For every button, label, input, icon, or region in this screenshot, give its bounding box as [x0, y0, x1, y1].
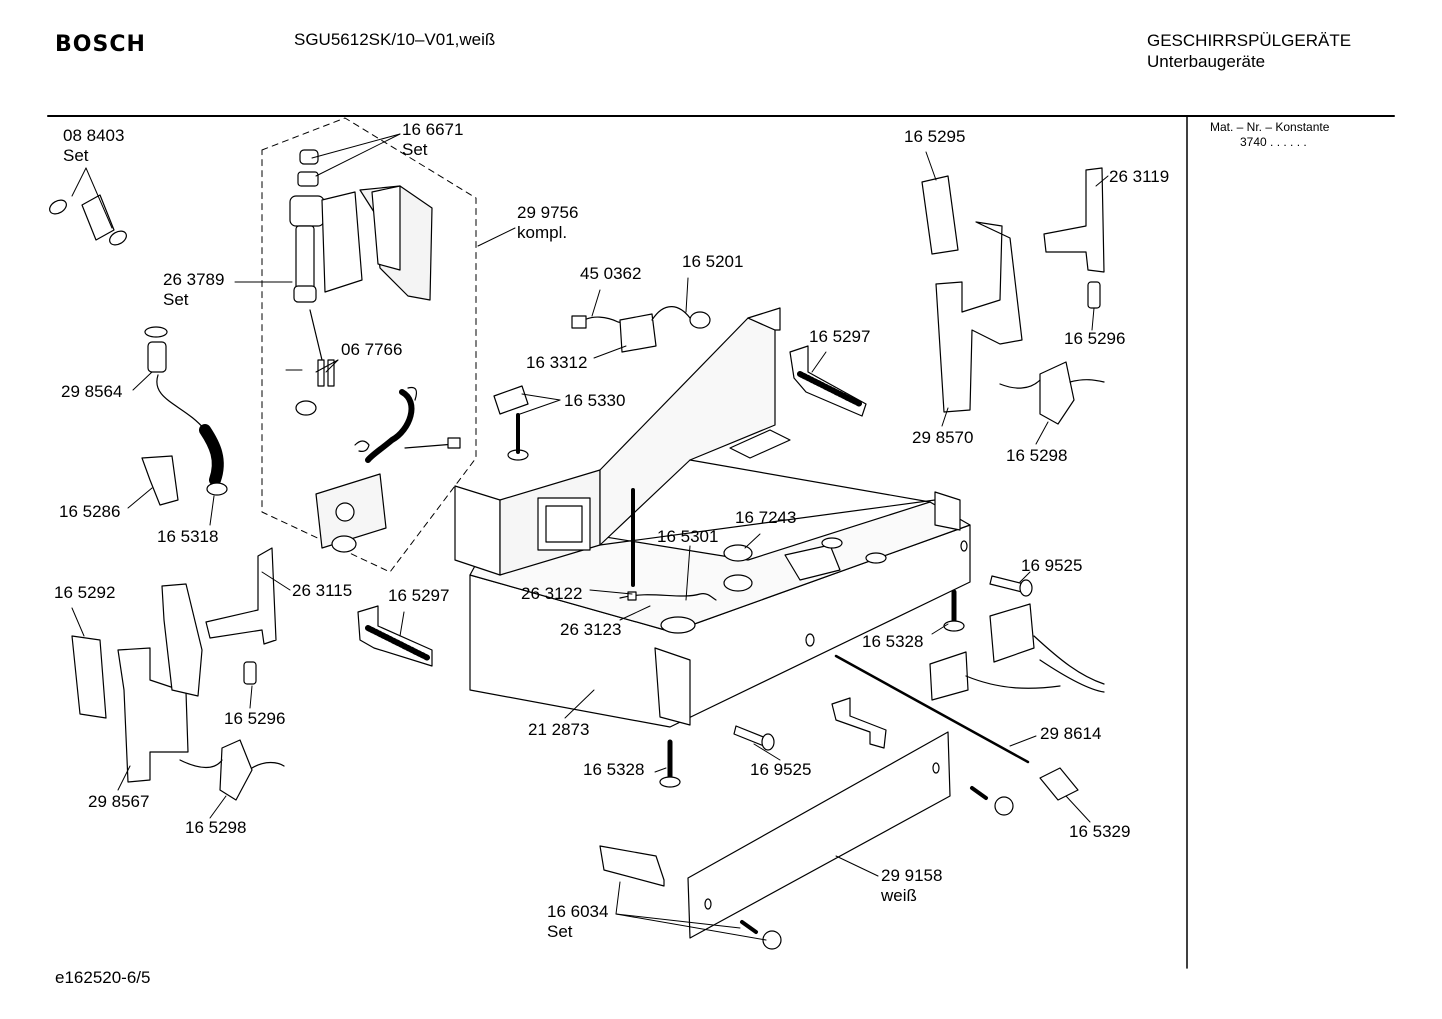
part-label-165296-left: 16 5296 — [224, 709, 286, 728]
part-label-165298-left: 16 5298 — [185, 818, 247, 837]
base-frame — [454, 307, 971, 728]
center-top-parts — [493, 306, 867, 601]
model-number: SGU5612SK/10–V01,weiß — [294, 30, 496, 49]
assembly-outline — [261, 117, 477, 573]
constant-value: 3740 . . . . . . — [1240, 135, 1307, 149]
part-label-169525-bottom: 16 9525 — [750, 760, 812, 779]
subcategory-title: Unterbaugeräte — [1147, 52, 1266, 71]
part-label-165295: 16 5295 — [904, 127, 966, 146]
left-side-parts — [49, 194, 433, 801]
leader-lines — [71, 133, 1109, 941]
document-id: e162520-6/5 — [55, 968, 151, 987]
part-label-298614: 29 8614 — [1040, 724, 1102, 743]
part-label-165297-center: 16 5297 — [809, 327, 871, 346]
brand-logo: BOSCH — [55, 32, 146, 57]
bottom-parts — [599, 697, 1014, 950]
part-label-165301: 16 5301 — [657, 527, 719, 546]
part-label-263122: 26 3122 — [521, 584, 583, 603]
part-label-165297-left: 16 5297 — [388, 586, 450, 605]
part-label-165330: 16 5330 — [564, 391, 626, 410]
part-label-165328-right: 16 5328 — [862, 632, 924, 651]
part-label-067766: 06 7766 — [341, 340, 403, 359]
part-label-165328-bottom: 16 5328 — [583, 760, 645, 779]
part-label-165292: 16 5292 — [54, 583, 116, 602]
constant-label: Mat. – Nr. – Konstante — [1210, 120, 1330, 134]
part-label-263119: 26 3119 — [1109, 167, 1170, 186]
part-label-263115: 26 3115 — [292, 581, 353, 600]
part-label-212873: 21 2873 — [528, 720, 590, 739]
part-label-298570: 29 8570 — [912, 428, 974, 447]
part-label-163312: 16 3312 — [526, 353, 588, 372]
part-label-169525-right: 16 9525 — [1021, 556, 1083, 575]
part-label-298564: 29 8564 — [61, 382, 123, 401]
part-label-165318: 16 5318 — [157, 527, 219, 546]
part-label-165298-right: 16 5298 — [1006, 446, 1068, 465]
part-label-165329: 16 5329 — [1069, 822, 1131, 841]
part-label-167243: 16 7243 — [735, 508, 797, 527]
part-label-165201: 16 5201 — [682, 252, 744, 271]
pump-assembly — [289, 149, 461, 553]
right-side-parts — [834, 167, 1105, 801]
category-title: GESCHIRRSPÜLGERÄTE — [1147, 31, 1352, 50]
part-label-263123: 26 3123 — [560, 620, 622, 639]
part-label-165286: 16 5286 — [59, 502, 121, 521]
part-label-165296-right: 16 5296 — [1064, 329, 1126, 348]
part-label-298567: 29 8567 — [88, 792, 150, 811]
part-label-450362: 45 0362 — [580, 264, 642, 283]
